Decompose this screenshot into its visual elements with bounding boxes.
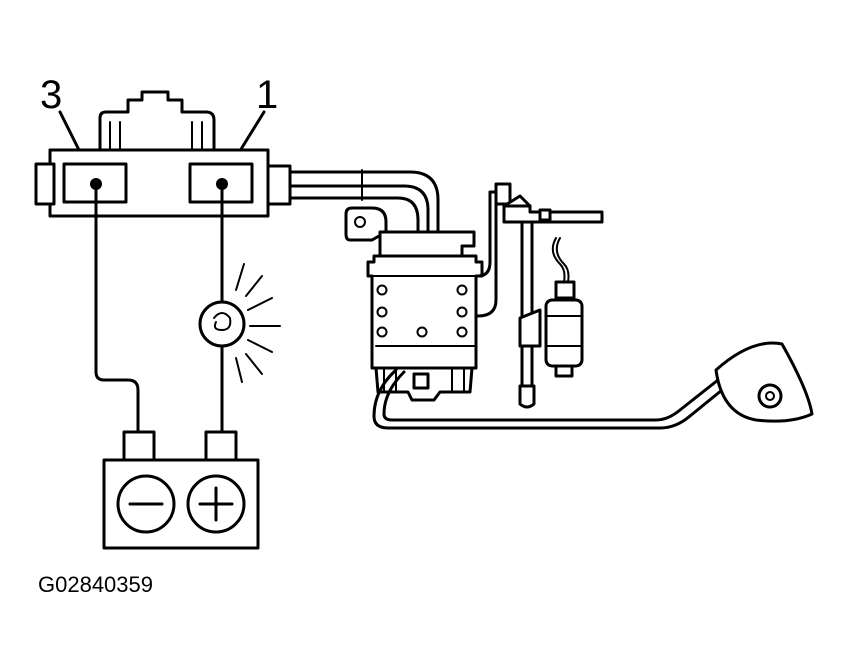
battery-negative-post	[122, 430, 156, 464]
pedal-cam-plate	[714, 341, 814, 423]
battery-icon	[102, 430, 260, 550]
figure-id: G02840359	[38, 572, 153, 597]
terminal-1-label: 1	[256, 73, 278, 117]
battery-positive-post	[204, 430, 238, 464]
connector-housing	[34, 90, 292, 218]
pedal-linkage	[372, 368, 724, 430]
negative-test-lead	[94, 182, 140, 436]
terminal-3-label: 3	[40, 73, 62, 117]
support-bracket	[476, 182, 604, 409]
switch-assembly	[344, 206, 484, 402]
lit-test-lamp-icon	[198, 263, 281, 383]
wire-harness	[288, 169, 440, 234]
sensor-unit	[544, 237, 584, 378]
